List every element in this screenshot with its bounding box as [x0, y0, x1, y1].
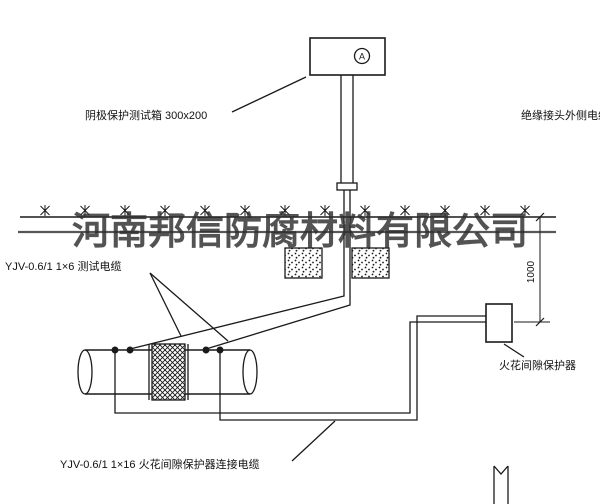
test-cable-left	[129, 278, 345, 350]
watermark-text: 河南邦信防腐材料有限公司	[72, 211, 528, 253]
spark-gap-label: 火花间隙保护器	[499, 358, 576, 372]
anchor-block-left	[284, 247, 323, 279]
pipe-end-left	[77, 349, 93, 395]
spark-gap-protector-box	[485, 303, 513, 343]
spark-gap-cable-2	[219, 315, 486, 421]
right-cable-label: 绝缘接头外侧电缆	[521, 108, 600, 122]
weld-dot	[126, 346, 134, 354]
weld-dot	[202, 346, 210, 354]
test-box-label: 阴极保护测试箱 300x200	[85, 108, 207, 122]
test-box	[309, 37, 386, 76]
test-cable-leader-2	[149, 272, 229, 342]
ammeter-label: A	[359, 52, 365, 62]
connection-cable-label: YJV-0.6/1 1×16 火花间隙保护器连接电缆	[60, 457, 260, 471]
test-box-leader-line	[231, 76, 307, 113]
spark-gap-leader-line	[503, 343, 525, 358]
pipe-end-right	[242, 349, 258, 395]
connection-cable-leader	[291, 420, 336, 462]
test-cable-leader-1	[149, 272, 182, 337]
ammeter-icon	[353, 47, 371, 65]
test-cable-label: YJV-0.6/1 1×6 测试电缆	[5, 260, 121, 273]
dimension-tick-bottom	[535, 317, 545, 327]
dimension-text: 1000	[526, 260, 537, 283]
spark-gap-cable-1	[114, 321, 486, 414]
insulating-joint	[151, 343, 186, 401]
conduit-coupler	[336, 182, 358, 191]
dimension-tick-top	[535, 212, 545, 222]
test-cable-right	[205, 278, 351, 350]
anchor-block-right	[351, 247, 390, 279]
pipe-break-symbol	[493, 465, 509, 504]
